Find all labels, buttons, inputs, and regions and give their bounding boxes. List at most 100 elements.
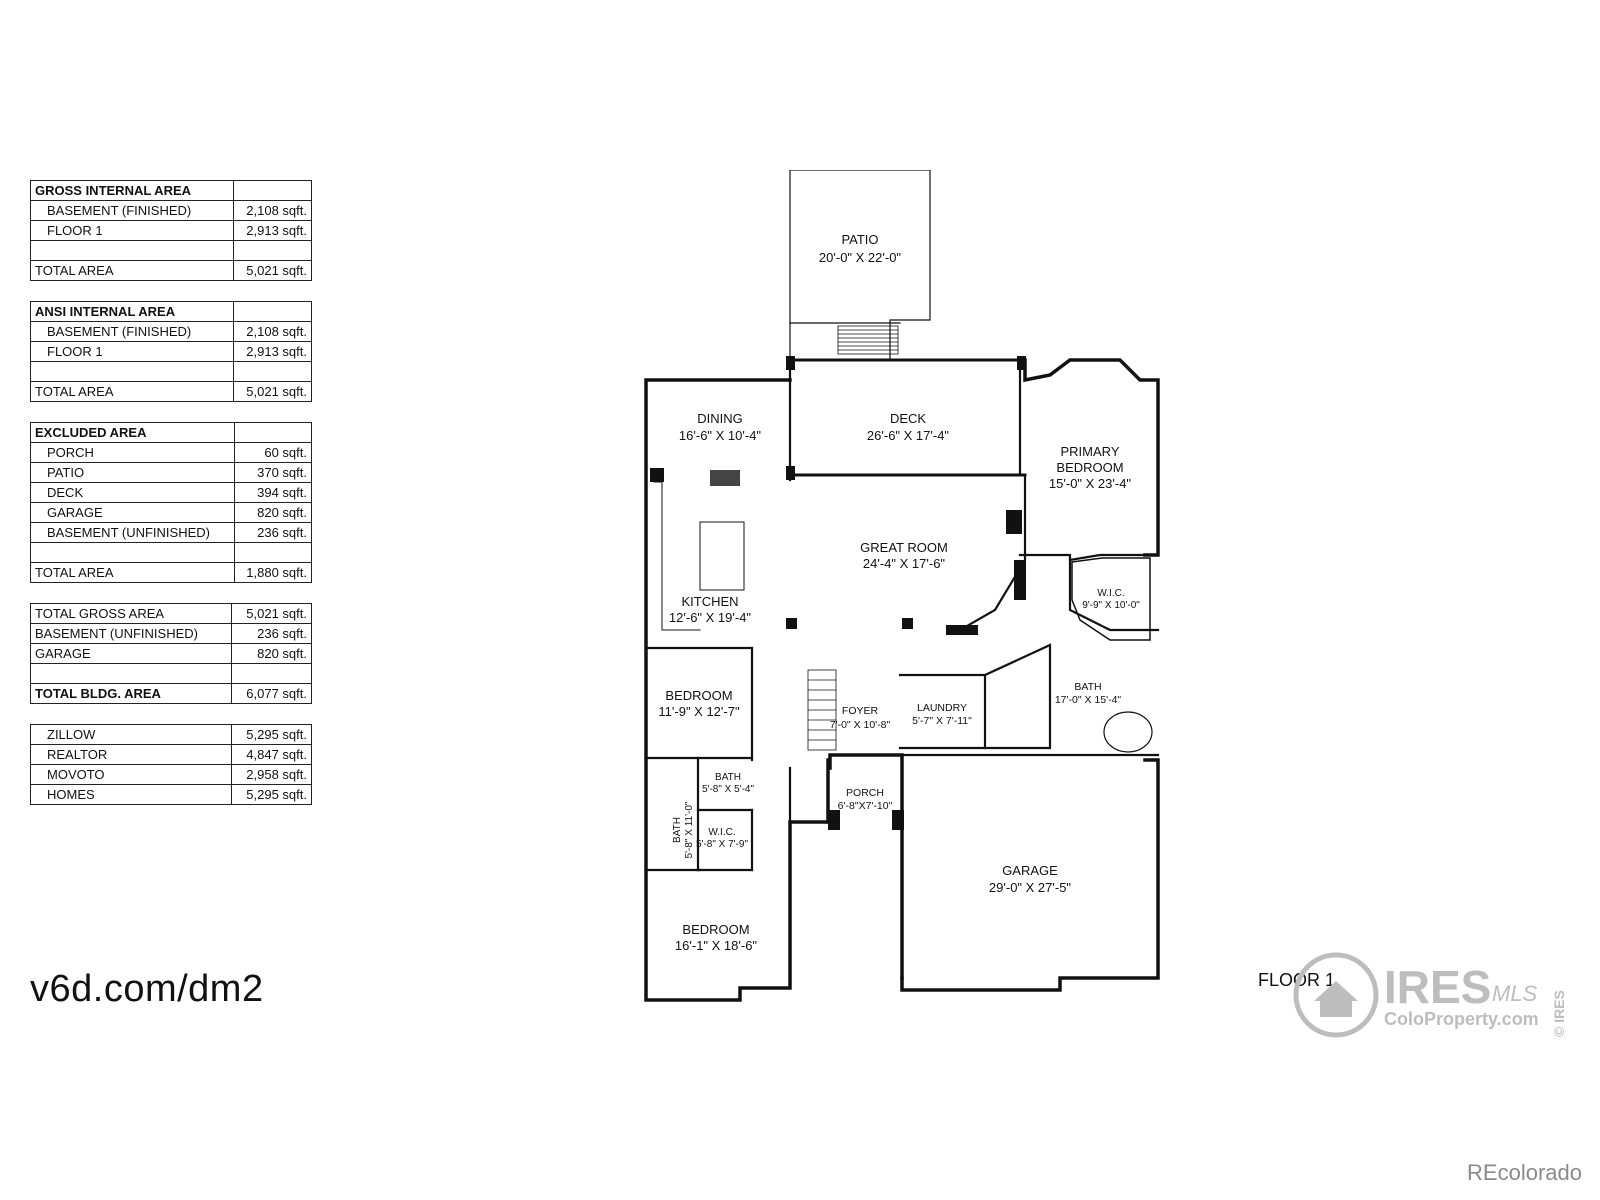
area-row: BASEMENT (UNFINISHED)236 sqft. <box>30 623 313 644</box>
logo-sub-text: ColoProperty.com <box>1384 1009 1539 1029</box>
area-row: BASEMENT (UNFINISHED)236 sqft. <box>30 522 312 543</box>
room-bath-vertical-label: BATH <box>672 817 683 843</box>
area-row-label: GARAGE <box>30 643 232 664</box>
area-row-label: BASEMENT (UNFINISHED) <box>30 522 235 543</box>
area-row-label: MOVOTO <box>29 764 233 785</box>
area-row-value <box>234 542 312 563</box>
interior-walls <box>644 358 1160 872</box>
area-row-value: 2,913 sqft. <box>232 341 313 362</box>
logo-side-text: © IRES <box>1551 990 1567 1037</box>
area-row-label: ZILLOW <box>29 724 233 745</box>
room-porch-label: PORCH <box>846 787 884 799</box>
area-row-value <box>234 422 312 443</box>
room-primary-bedroom-dimension: 15'-0" X 23'-4" <box>1049 476 1132 491</box>
room-wic-primary-label: W.I.C. <box>1097 588 1124 599</box>
area-row-label: PATIO <box>30 462 235 483</box>
room-bedroom-2-dimension: 16'-1" X 18'-6" <box>675 938 758 953</box>
dining-fireplace <box>710 470 740 486</box>
area-row <box>30 663 313 684</box>
room-deck-label: DECK <box>890 411 926 426</box>
room-bath-primary-dimension: 17'-0" X 15'-4" <box>1055 694 1122 706</box>
area-row-value: 820 sqft. <box>234 502 312 523</box>
room-garage-dimension: 29'-0" X 27'-5" <box>989 880 1072 895</box>
room-dining-label: DINING <box>697 411 743 426</box>
area-row-label: FLOOR 1 <box>30 220 234 241</box>
house-icon <box>1314 981 1358 1017</box>
area-row-label: TOTAL AREA <box>30 381 234 402</box>
area-row-label: GROSS INTERNAL AREA <box>30 180 234 201</box>
room-bath-vertical-dimension: 5'-8" X 11'-0" <box>684 801 695 858</box>
area-row-label: TOTAL AREA <box>30 562 235 583</box>
logo-main-text: IRES <box>1384 961 1491 1013</box>
area-row-value: 5,021 sqft. <box>232 381 313 402</box>
room-bedroom-1-dimension: 11'-9" X 12'-7" <box>658 704 740 719</box>
area-row: GROSS INTERNAL AREA <box>30 180 313 201</box>
room-kitchen-label: KITCHEN <box>681 594 738 609</box>
area-row-label: TOTAL AREA <box>30 260 234 281</box>
room-garage-label: GARAGE <box>1002 863 1058 878</box>
room-primary-bedroom-label: PRIMARY <box>1061 444 1120 459</box>
area-row <box>30 542 312 563</box>
area-row-label <box>30 542 235 563</box>
room-bath-primary-label: BATH <box>1074 681 1101 693</box>
room-wic-primary-dimension: 9'-9" X 10'-0" <box>1082 600 1140 611</box>
patio-outline <box>789 170 931 361</box>
area-row-label <box>30 240 234 261</box>
area-row-value <box>232 301 313 322</box>
area-row-label <box>30 663 232 684</box>
area-row-value: 370 sqft. <box>234 462 312 483</box>
area-row-value: 394 sqft. <box>234 482 312 503</box>
area-row-label: GARAGE <box>30 502 235 523</box>
room-bedroom-2-label: BEDROOM <box>682 922 749 937</box>
exterior-walls <box>644 358 1160 1002</box>
area-row-value: 60 sqft. <box>234 442 312 463</box>
area-row-value: 6,077 sqft. <box>230 683 313 704</box>
area-row-value: 820 sqft. <box>230 643 313 664</box>
room-wic-small-label: W.I.C. <box>708 827 735 838</box>
area-row-label: ANSI INTERNAL AREA <box>30 301 234 322</box>
room-deck-dimension: 26'-6" X 17'-4" <box>867 428 950 443</box>
area-row-label: TOTAL BLDG. AREA <box>30 683 232 704</box>
area-row: EXCLUDED AREA <box>30 422 312 443</box>
floor-plan: PATIO 20'-0" X 22'-0" DINING 16'-6" X 10… <box>644 170 1160 1002</box>
area-row-value: 2,108 sqft. <box>232 200 313 221</box>
area-row-value <box>230 663 313 684</box>
room-kitchen-dimension: 12'-6" X 19'-4" <box>669 610 752 625</box>
area-row-value: 5,021 sqft. <box>232 260 313 281</box>
area-row-value: 1,880 sqft. <box>234 562 312 583</box>
area-row-value <box>232 180 313 201</box>
area-row-value: 5,021 sqft. <box>230 603 313 624</box>
logo-mls-text: MLS <box>1492 981 1538 1006</box>
room-dining-dimension: 16'-6" X 10'-4" <box>679 428 762 443</box>
room-bath-small-dimension: 5'-8" X 5'-4" <box>702 784 755 795</box>
room-patio-label: PATIO <box>841 232 878 247</box>
area-row-label: BASEMENT (UNFINISHED) <box>30 623 232 644</box>
room-laundry-dimension: 5'-7" X 7'-11" <box>912 715 972 727</box>
logo-ring <box>1293 952 1379 1038</box>
area-row-label: BASEMENT (FINISHED) <box>30 321 234 342</box>
area-row <box>30 361 313 382</box>
columns <box>650 356 1026 830</box>
area-row-value: 236 sqft. <box>234 522 312 543</box>
area-row-label: EXCLUDED AREA <box>30 422 235 443</box>
area-row-value: 2,958 sqft. <box>231 764 312 785</box>
room-bath-small-label: BATH <box>715 772 741 783</box>
